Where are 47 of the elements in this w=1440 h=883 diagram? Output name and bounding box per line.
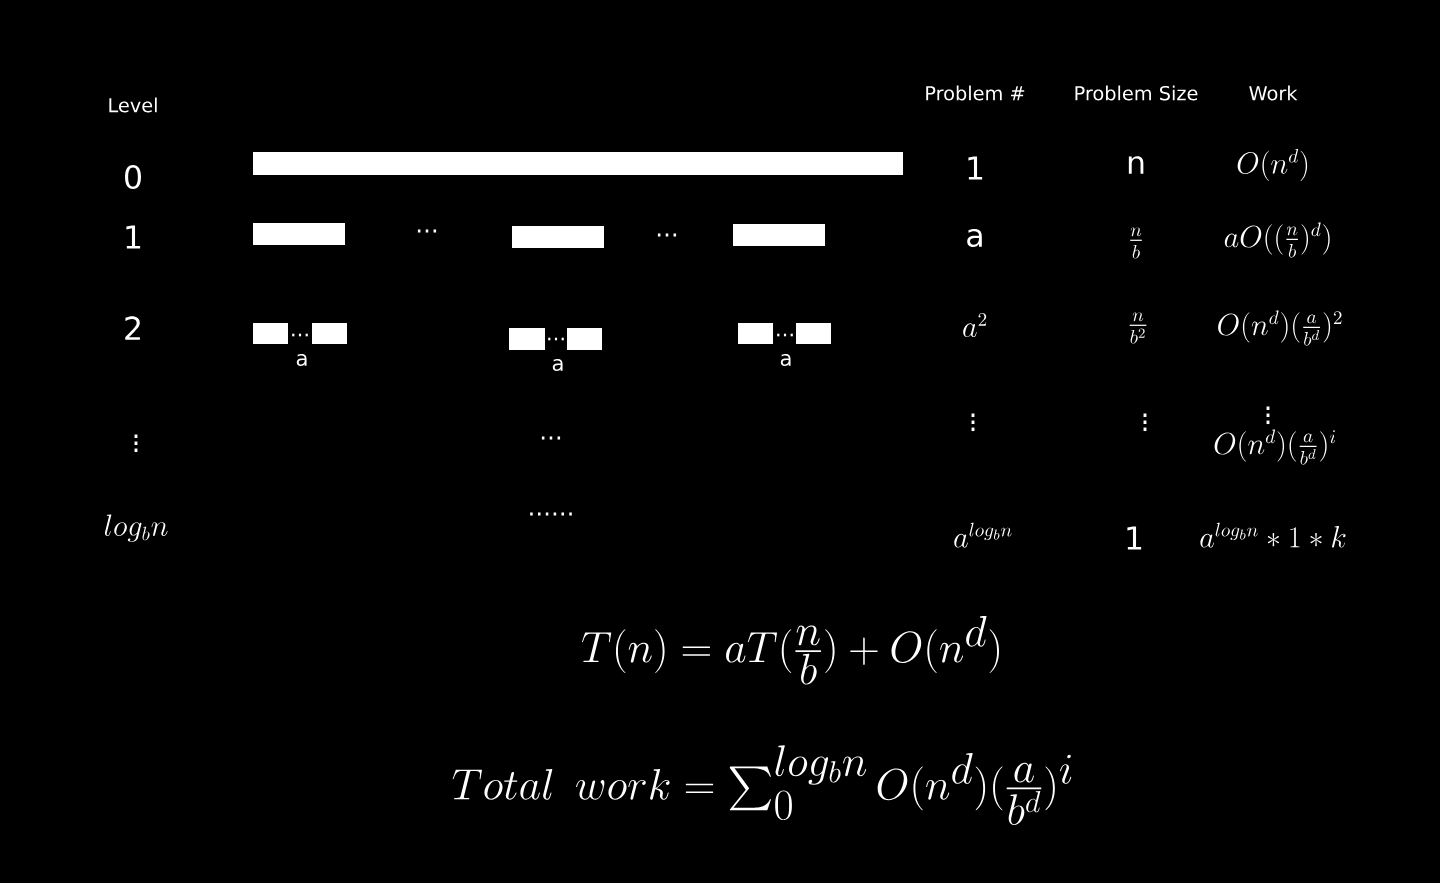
ellipsis: ......	[530, 512, 572, 516]
bar	[738, 323, 773, 344]
column-heading: Problem #	[926, 85, 1025, 101]
bar	[512, 226, 604, 248]
bar	[253, 223, 345, 245]
bar	[733, 224, 825, 246]
formula: $O(n^d)(\frac{a}{b^d})^2$	[1218, 310, 1342, 346]
table-value: 1	[968, 156, 983, 180]
table-value: n	[1128, 156, 1144, 174]
formula: $log_bn$	[104, 514, 168, 542]
ellipsis: ...	[292, 333, 308, 337]
level-number: 1	[126, 225, 141, 249]
level-number: 2	[125, 316, 140, 340]
formula: $\frac{n}{b^2}$	[1129, 312, 1147, 344]
bar	[253, 152, 903, 175]
formula: $a^{log_bn}*1*k$	[1200, 522, 1346, 548]
formula: $O(n^d)(\frac{a}{b^d})^i$	[1214, 429, 1336, 465]
column-heading: Level	[109, 97, 157, 113]
bar	[312, 323, 347, 344]
column-heading: Work	[1249, 85, 1298, 101]
ellipsis: ...	[777, 333, 793, 337]
formula: $\frac{n}{b}$	[1130, 227, 1142, 259]
formula: $O(n^d)$	[1237, 149, 1308, 181]
ellipsis: $\vdots$	[971, 413, 975, 432]
column-heading: Problem Size	[1075, 85, 1198, 101]
bar	[509, 328, 545, 350]
branch-count: a	[780, 353, 791, 367]
total-work-formula: $Total\ work=\sum_0^{log_bn}O(n^d)(\frac{a}{b^d})^i$	[452, 745, 1072, 826]
branch-count: a	[552, 358, 563, 372]
ellipsis: $\vdots$	[1266, 406, 1270, 425]
ellipsis: $\vdots$	[134, 434, 138, 453]
ellipsis: ...	[417, 229, 437, 233]
formula: $a^2$	[963, 312, 987, 337]
level-number: 0	[125, 165, 141, 189]
formula: $a^{log_bn}$	[954, 522, 1012, 548]
table-value: 1	[1127, 526, 1142, 550]
recurrence-formula: $T(n)=aT(\frac{n}{b})+O(n^d)$	[582, 615, 1000, 685]
formula: $aO((\frac{n}{b})^d)$	[1224, 222, 1330, 258]
bar	[253, 323, 288, 344]
ellipsis: $\vdots$	[1143, 413, 1147, 432]
bar	[567, 328, 602, 350]
ellipsis: ...	[548, 337, 564, 341]
table-value: a	[967, 228, 982, 248]
branch-count: a	[296, 353, 307, 367]
ellipsis: ...	[657, 233, 677, 237]
bar	[796, 323, 831, 344]
ellipsis: ...	[541, 436, 561, 440]
